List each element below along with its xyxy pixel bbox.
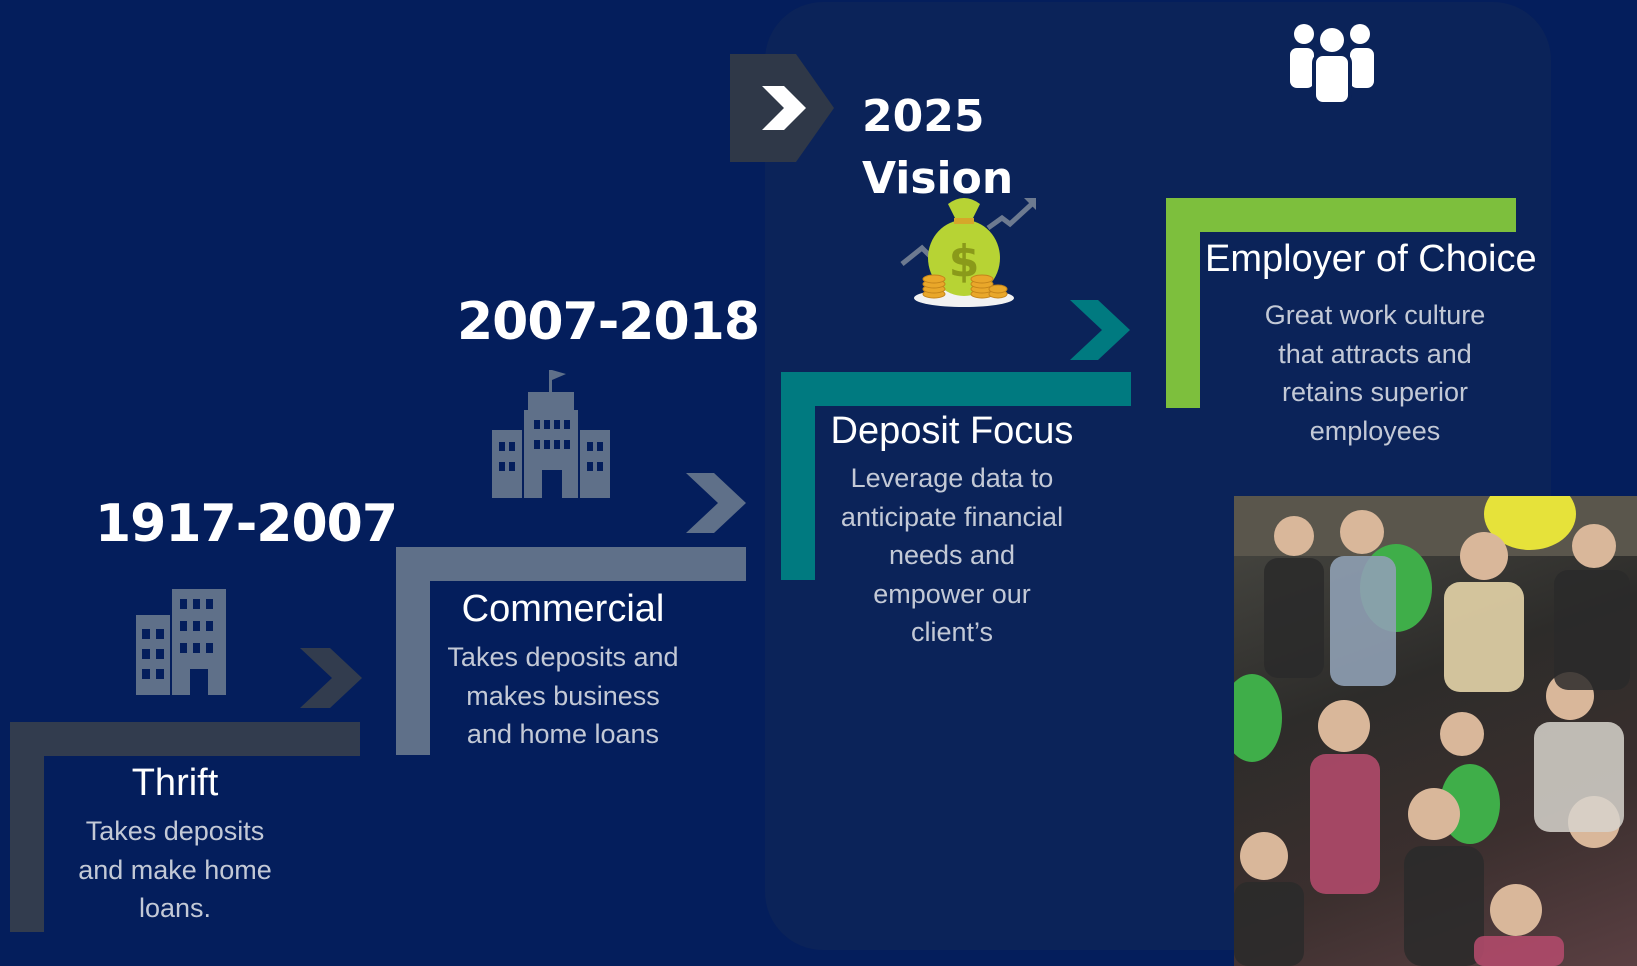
- vision-heading: 2025 Vision: [862, 86, 1102, 210]
- period-thrift: 1917-2007: [95, 494, 398, 554]
- chevron-right-icon: [762, 86, 806, 130]
- step-desc-deposit-focus: Leverage data to anticipate financial ne…: [840, 463, 1064, 647]
- apartment-building-icon: [136, 589, 226, 700]
- chevron-right-icon: [300, 648, 362, 713]
- step-title-commercial: Commercial: [461, 588, 665, 630]
- step-desc-thrift: Takes deposits and make home loans.: [78, 816, 272, 923]
- step-bar-employer-side: [1166, 198, 1200, 408]
- vision-chevron-tag: [730, 54, 834, 162]
- step-bar-deposit-top: [781, 372, 1131, 406]
- period-commercial: 2007-2018: [457, 292, 760, 352]
- chevron-right-icon: [686, 473, 746, 538]
- people-group-icon: [1290, 20, 1374, 109]
- team-photo: [1234, 496, 1637, 966]
- vision-label: Vision: [862, 153, 1014, 204]
- step-bar-thrift-top: [10, 722, 360, 756]
- step-title-deposit-focus: Deposit Focus: [830, 410, 1074, 452]
- chevron-right-icon: [1070, 300, 1130, 365]
- step-desc-commercial: Takes deposits and makes business and ho…: [447, 642, 679, 749]
- step-bar-commercial-top: [396, 547, 746, 581]
- money-bag-icon: $: [900, 190, 1040, 315]
- step-desc-employer-of-choice: Great work culture that attracts and ret…: [1264, 300, 1486, 446]
- step-bar-employer-top: [1166, 198, 1516, 232]
- vision-year: 2025: [862, 91, 985, 142]
- bank-building-icon: [492, 370, 610, 503]
- step-bar-deposit-side: [781, 372, 815, 580]
- step-title-employer-of-choice: Employer of Choice: [1205, 238, 1537, 280]
- step-bar-commercial-side: [396, 547, 430, 755]
- step-title-thrift: Thrift: [131, 762, 219, 804]
- step-bar-thrift-side: [10, 722, 44, 932]
